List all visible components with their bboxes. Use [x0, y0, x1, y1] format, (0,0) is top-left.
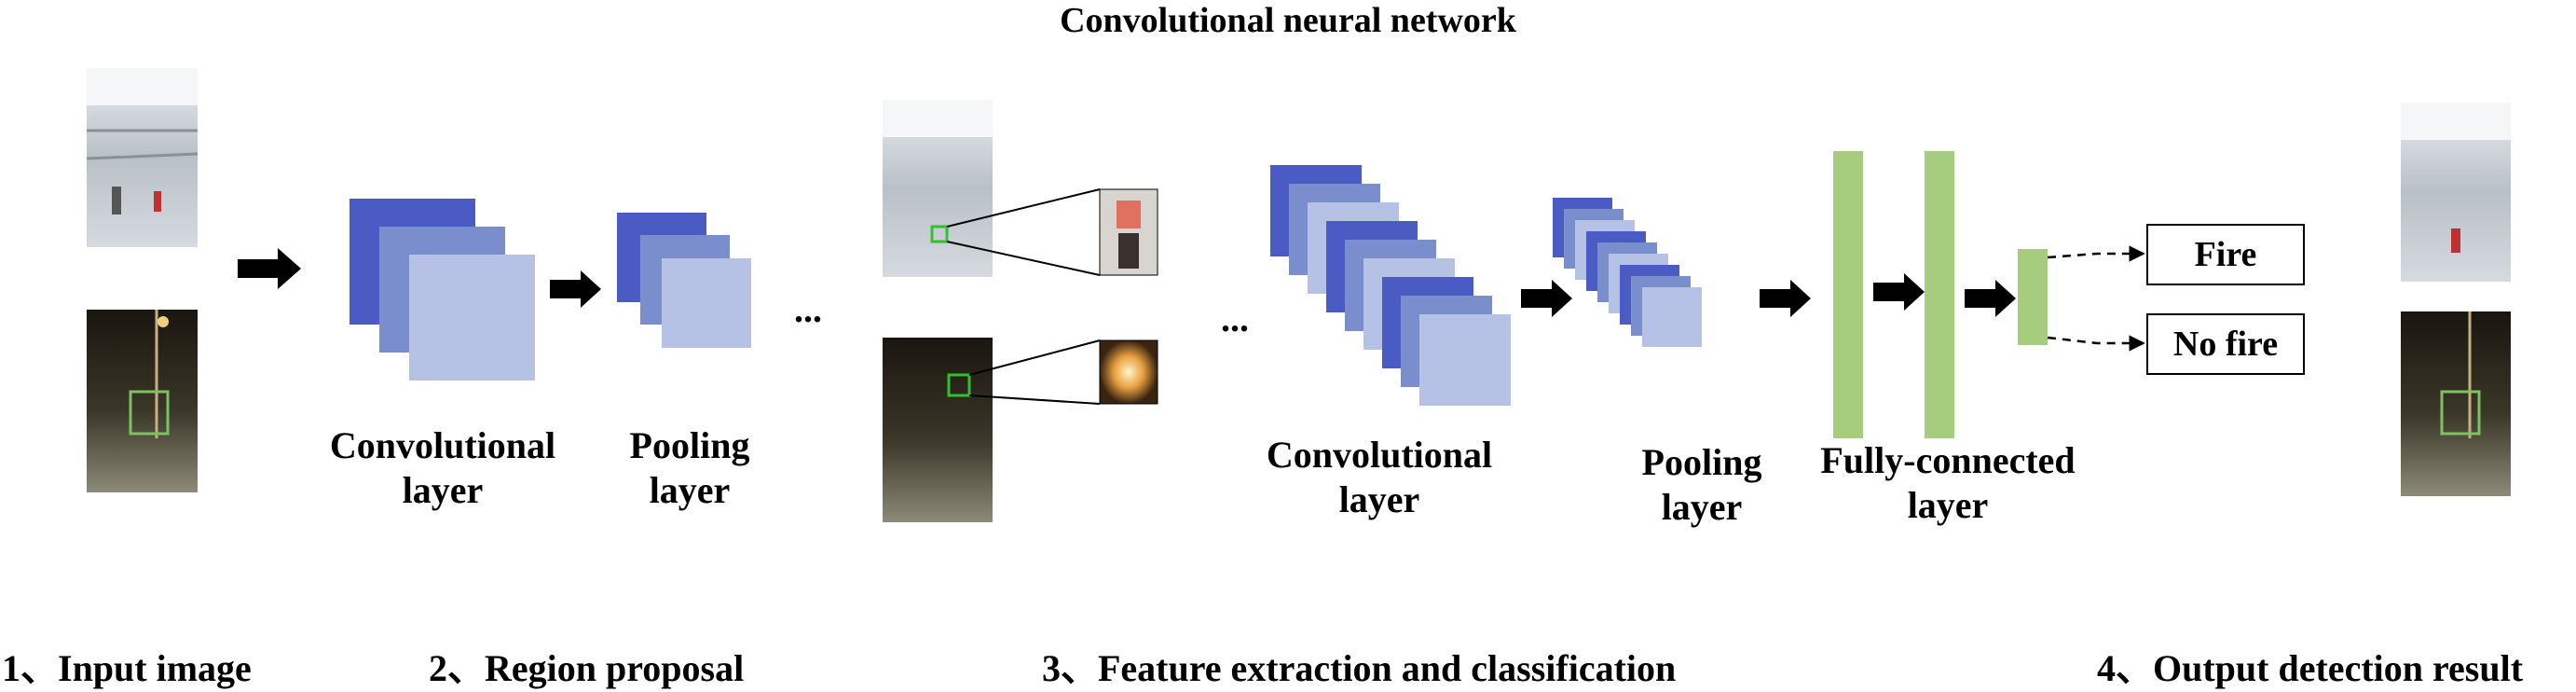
pool-layer-2-maps [1553, 198, 1702, 347]
arrow-conv-to-pool [550, 270, 601, 308]
arrow-conv2-to-pool2 [1521, 280, 1572, 317]
conv-layer-1-maps [349, 199, 535, 381]
fc-bar-2 [1925, 151, 1954, 438]
output-fire-box: Fire [2146, 224, 2305, 285]
conv-layer-1-label: Convolutional layer [329, 424, 556, 511]
pool-layer-1-label: Pooling layer [629, 424, 750, 511]
region-image-mall [883, 100, 1158, 277]
output-no-fire-box: No fire [2146, 313, 2305, 375]
region-image-night [883, 338, 1158, 522]
arrow-fc2-to-output [1965, 280, 2016, 317]
dashed-arrow-fire [2047, 245, 2145, 262]
output-image-night [2401, 311, 2511, 496]
stage-3-label: 3、Feature extraction and classification [1042, 647, 1677, 689]
ellipsis-1: ... [794, 288, 822, 330]
pool2-feature-map-9 [1642, 287, 1702, 347]
input-image-night [87, 310, 198, 492]
pool-layer-1-maps [617, 213, 751, 348]
output-image-mall [2401, 103, 2511, 282]
arrow-fc1-to-fc2 [1873, 273, 1925, 311]
fc-layer-label: Fully-connected layer [1820, 439, 2076, 526]
stage-2-label: 2、Region proposal [429, 647, 745, 689]
input-image-mall [86, 68, 199, 247]
pool-layer-2-label: Pooling layer [1641, 441, 1762, 528]
diagram-title: Convolutional neural network [1060, 1, 1516, 40]
ellipsis-2: ... [1221, 298, 1249, 339]
conv-layer-2-label: Convolutional layer [1266, 434, 1493, 520]
dashed-arrow-no-fire [2047, 335, 2145, 352]
arrow-input-to-conv [238, 248, 301, 289]
conv-layer-2-maps [1270, 165, 1511, 406]
arrow-pool2-to-fc [1760, 280, 1811, 317]
output-node [2018, 249, 2048, 345]
fc-bar-1 [1833, 151, 1863, 438]
stage-1-label: 1、Input image [2, 647, 252, 689]
conv2-feature-map-9 [1419, 314, 1511, 406]
stage-4-label: 4、Output detection result [2097, 647, 2524, 689]
